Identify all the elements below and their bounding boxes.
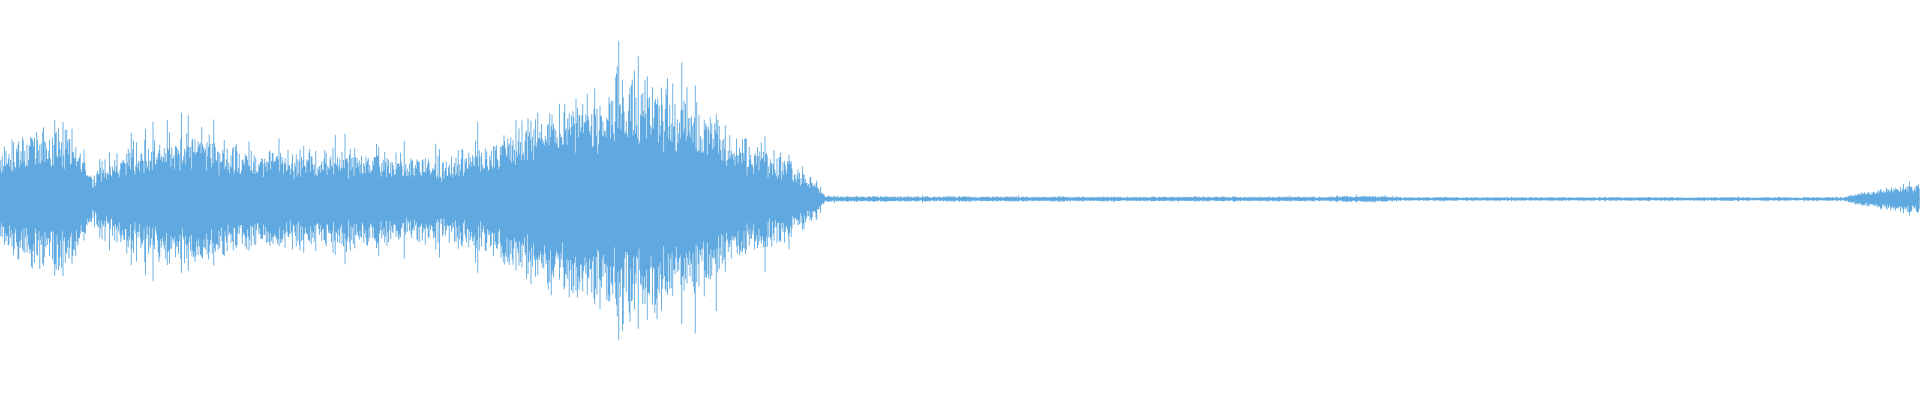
waveform-trace bbox=[0, 41, 1920, 341]
